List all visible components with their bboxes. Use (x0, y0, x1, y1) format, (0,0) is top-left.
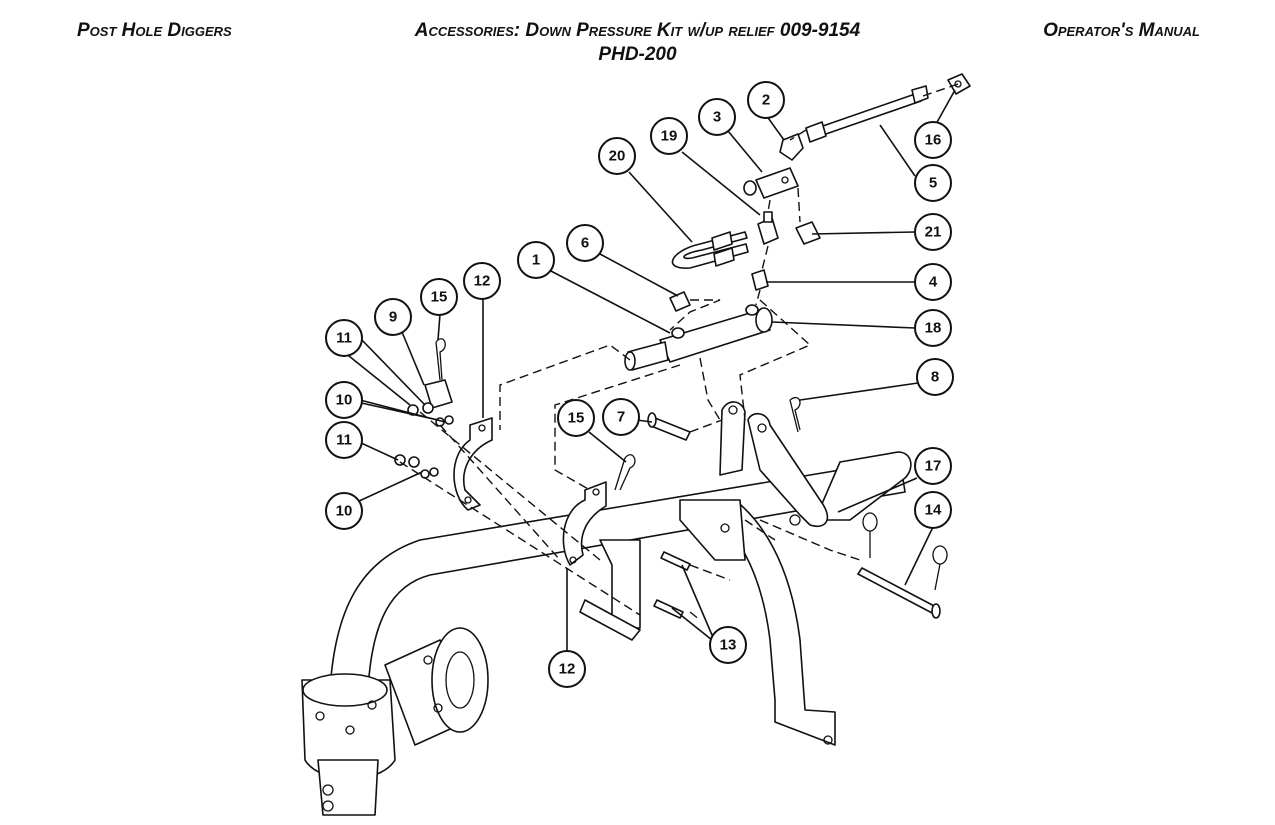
callout-11-lower-label: 11 (336, 432, 352, 449)
hydraulic-cylinder (624, 304, 773, 371)
callout-20-label: 20 (609, 148, 626, 165)
header-right-title: Operator's Manual (1043, 20, 1200, 41)
callout-14: 14 (914, 491, 952, 529)
callout-8: 8 (916, 358, 954, 396)
callout-20: 20 (598, 137, 636, 175)
nuts-and-washers (394, 402, 454, 479)
callout-7: 7 (602, 398, 640, 436)
u-clamp-left (453, 417, 493, 511)
callout-11-upper: 11 (325, 319, 363, 357)
callout-5-label: 5 (929, 175, 937, 192)
callout-4: 4 (914, 263, 952, 301)
callout-2-label: 2 (762, 92, 770, 109)
callout-3: 3 (698, 98, 736, 136)
header-center-title: Accessories: Down Pressure Kit w/up reli… (0, 20, 1275, 66)
elbow-fitting-top (779, 133, 804, 161)
callout-9-label: 9 (389, 309, 397, 326)
callout-10-lower: 10 (325, 492, 363, 530)
callout-12-upper: 12 (463, 262, 501, 300)
callout-21-label: 21 (925, 224, 942, 241)
callout-7-label: 7 (617, 409, 625, 426)
callout-11-lower: 11 (325, 421, 363, 459)
quick-coupler-fitting (947, 73, 971, 95)
callout-9: 9 (374, 298, 412, 336)
header-left-title: Post Hole Diggers (77, 20, 232, 41)
clevis-pin (647, 412, 691, 441)
elbow-fitting-right (795, 221, 821, 245)
callout-10-upper-label: 10 (336, 392, 353, 409)
u-clamp-right (562, 481, 607, 566)
callout-15-middle-label: 15 (568, 410, 585, 427)
tee-fitting (757, 211, 779, 245)
lock-pin (857, 512, 948, 619)
callout-12-lower: 12 (548, 650, 586, 688)
hair-pin-clip-right (789, 396, 801, 433)
callout-1: 1 (517, 241, 555, 279)
header-kit-title: Accessories: Down Pressure Kit w/up reli… (414, 20, 861, 41)
callout-13-label: 13 (720, 637, 737, 654)
callout-10-lower-label: 10 (336, 503, 353, 520)
callout-3-label: 3 (713, 109, 721, 126)
callout-15-middle: 15 (557, 399, 595, 437)
callout-16: 16 (914, 121, 952, 159)
callout-17-label: 17 (925, 458, 942, 475)
leader-lines (343, 89, 956, 651)
hex-nut-fitting (669, 291, 691, 312)
callout-8-label: 8 (931, 369, 939, 386)
digger-frame (301, 451, 912, 816)
spacer-tube (424, 379, 453, 409)
callout-18-label: 18 (925, 320, 942, 337)
callout-15-upper-label: 15 (431, 289, 448, 306)
callout-19: 19 (650, 117, 688, 155)
callout-12-lower-label: 12 (559, 661, 576, 678)
callout-4-label: 4 (929, 274, 938, 291)
hydraulic-hose-long (805, 85, 929, 143)
cylinder-mount-bracket (719, 401, 829, 527)
hair-pin-clip-upper (435, 338, 446, 381)
adapter-fitting (751, 269, 769, 291)
callout-15-upper: 15 (420, 278, 458, 316)
callout-5: 5 (914, 164, 952, 202)
hydraulic-hose-loop (671, 231, 749, 269)
callout-2: 2 (747, 81, 785, 119)
hair-pin-clip-mid (614, 454, 636, 491)
callout-21: 21 (914, 213, 952, 251)
callout-6-label: 6 (581, 235, 589, 252)
relief-valve-block (743, 167, 799, 199)
callout-13: 13 (709, 626, 747, 664)
callout-19-label: 19 (661, 128, 678, 145)
callout-1-label: 1 (532, 252, 540, 269)
callout-17: 17 (914, 447, 952, 485)
callout-12-upper-label: 12 (474, 273, 491, 290)
callout-16-label: 16 (925, 132, 942, 149)
header-model: PHD-200 (598, 44, 677, 65)
callout-6: 6 (566, 224, 604, 262)
callout-14-label: 14 (925, 502, 942, 519)
callout-11-upper-label: 11 (336, 330, 352, 347)
callout-10-upper: 10 (325, 381, 363, 419)
callout-18: 18 (914, 309, 952, 347)
